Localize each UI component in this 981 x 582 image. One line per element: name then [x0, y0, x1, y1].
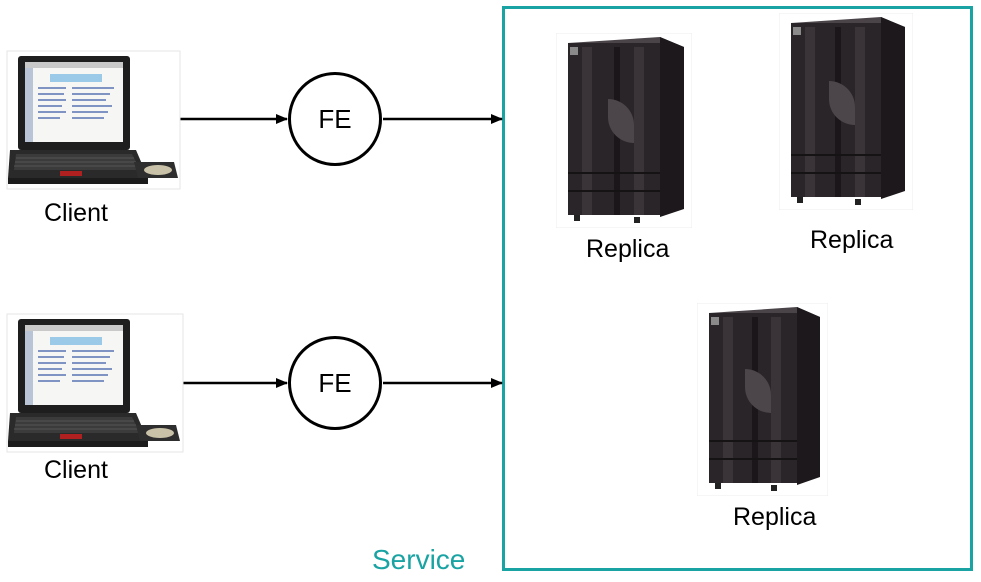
front-end-label: FE — [318, 103, 352, 134]
front-end-node-2: FE — [288, 336, 382, 430]
service-label: Service — [372, 544, 466, 575]
front-end-label: FE — [318, 367, 352, 398]
laptop-icon — [6, 313, 184, 453]
server-tower-icon — [697, 303, 828, 496]
client-node-1 — [6, 50, 181, 190]
service-boundary — [502, 6, 973, 571]
front-end-node-1: FE — [288, 72, 382, 166]
replica-node-3 — [697, 303, 828, 496]
laptop-icon — [6, 50, 181, 190]
replica-node-1 — [556, 33, 692, 228]
client-label: Client — [44, 456, 108, 484]
replica-label: Replica — [586, 235, 670, 263]
replica-label: Replica — [810, 226, 894, 254]
server-tower-icon — [779, 13, 913, 210]
server-tower-icon — [556, 33, 692, 228]
replica-label: Replica — [733, 503, 817, 531]
client-label: Client — [44, 199, 108, 227]
client-node-2 — [6, 313, 184, 453]
replica-node-2 — [779, 13, 913, 210]
